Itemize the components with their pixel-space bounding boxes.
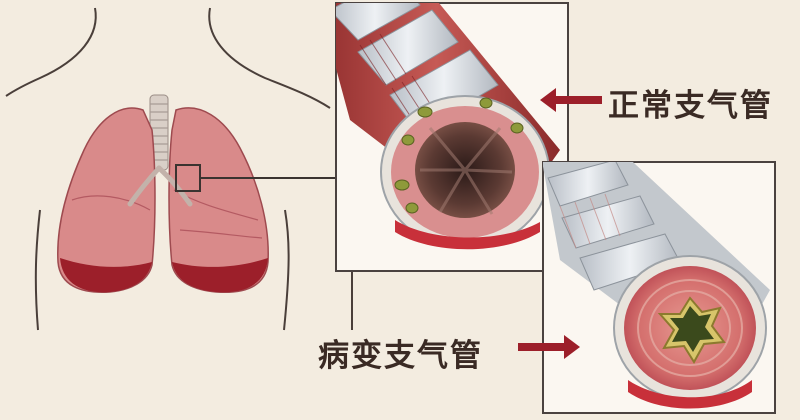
- normal-bronchus-panel: [335, 2, 569, 272]
- arrow-right-icon: [518, 335, 580, 359]
- body-outline: [5, 7, 353, 331]
- left-lung: [57, 107, 156, 294]
- diseased-bronchus-panel: [542, 161, 776, 414]
- diseased-bronchus-label: 病变支气管: [318, 338, 483, 374]
- right-lung: [168, 107, 269, 294]
- lungs: [57, 94, 336, 294]
- normal-bronchus-label: 正常支气管: [608, 88, 773, 124]
- arrow-left-icon: [540, 88, 602, 112]
